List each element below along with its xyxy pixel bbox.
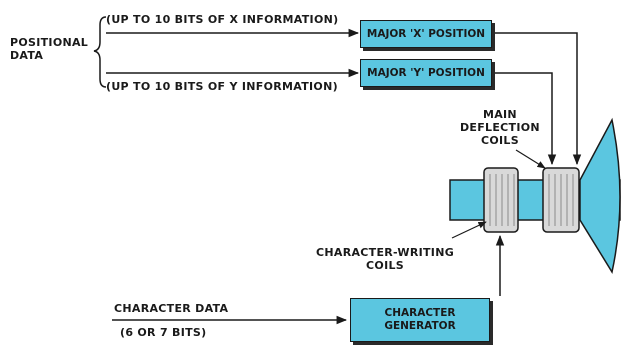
character-writing-coils-label: CHARACTER-WRITING COILS [316,246,455,272]
positional-data-label: POSITIONAL DATA [10,36,89,62]
y-position-to-coil-line [492,72,557,166]
character-data-bits-label: (6 OR 7 BITS) [120,326,207,339]
crt-screen-bell [579,117,621,274]
y-information-label: (UP TO 10 BITS OF Y INFORMATION) [106,80,338,93]
main-deflection-coil [542,167,580,233]
positional-data-brace [93,16,107,88]
x-position-to-coil-line [492,32,582,166]
character-generator-box: CHARACTER GENERATOR [350,298,490,342]
crt-tube [449,117,621,274]
major-y-position-box: MAJOR 'Y' POSITION [360,59,492,87]
character-writing-coil [483,167,519,233]
character-data-label: CHARACTER DATA [114,302,229,315]
x-information-label: (UP TO 10 BITS OF X INFORMATION) [106,13,339,26]
writing-coils-leader [451,221,487,239]
main-coils-leader [515,149,546,169]
main-deflection-coils-label: MAIN DEFLECTION COILS [460,108,540,147]
major-x-position-box: MAJOR 'X' POSITION [360,20,492,48]
